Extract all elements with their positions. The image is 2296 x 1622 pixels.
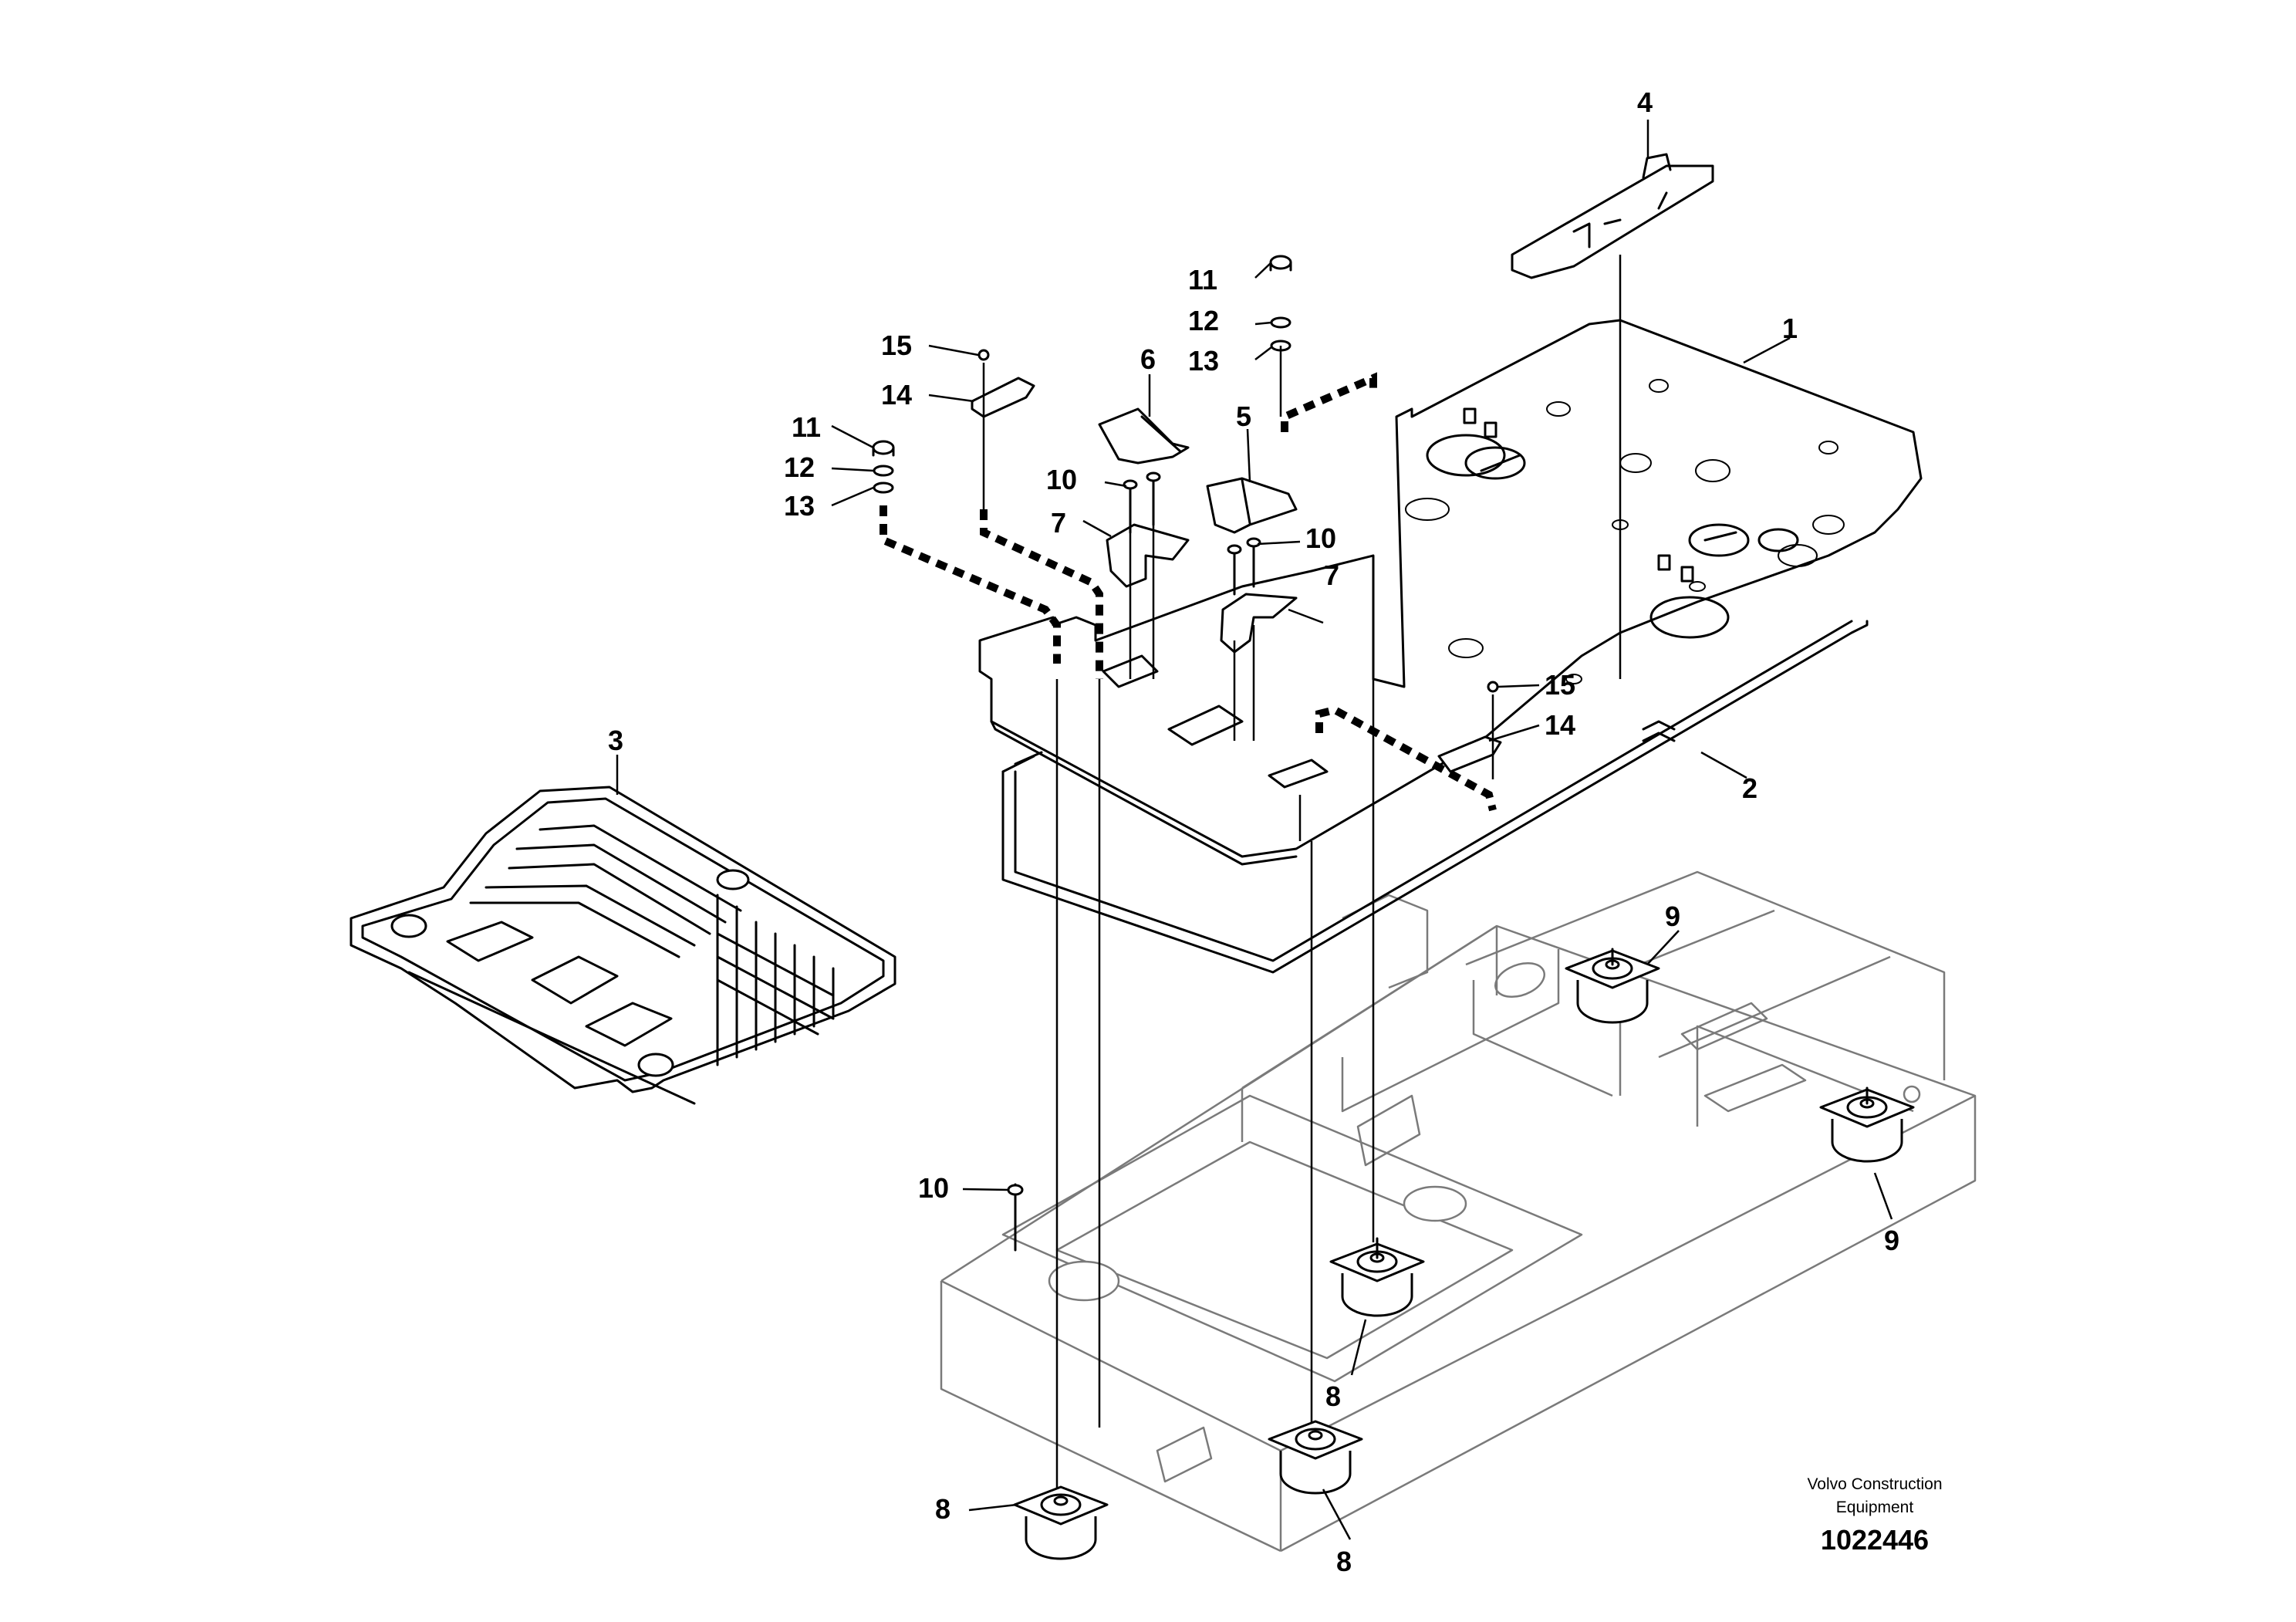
plate-14b bbox=[1437, 681, 1502, 773]
mount-9b bbox=[1819, 1086, 1915, 1163]
part-7-bracket-b bbox=[1220, 593, 1298, 654]
callout-4: 4 bbox=[1637, 86, 1653, 118]
callout-labels: 1 2 3 4 5 6 7 7 8 8 8 9 9 10 10 10 11 11… bbox=[608, 86, 1899, 1577]
callout-11a: 11 bbox=[1188, 264, 1217, 296]
part-2-seal-frame bbox=[1001, 620, 1869, 974]
mount-8b bbox=[1268, 1420, 1363, 1495]
upper-frame bbox=[940, 870, 1977, 1553]
callout-5: 5 bbox=[1236, 400, 1251, 432]
callout-8b: 8 bbox=[1336, 1546, 1352, 1577]
callout-8a: 8 bbox=[1325, 1380, 1341, 1412]
mount-8a bbox=[1329, 1237, 1425, 1317]
brand-line-1: Volvo Construction bbox=[1807, 1475, 1943, 1493]
part-6-bracket bbox=[1098, 407, 1190, 465]
assembly-lines bbox=[880, 255, 1622, 1489]
callout-leaders bbox=[616, 120, 1893, 1540]
hardware-stack-left bbox=[872, 440, 895, 494]
callout-9b: 9 bbox=[1884, 1225, 1899, 1256]
bolts bbox=[1007, 471, 1261, 1252]
part-3-floor-mat bbox=[349, 786, 896, 1105]
callout-12a: 12 bbox=[1188, 305, 1219, 336]
callout-11b: 11 bbox=[792, 411, 821, 443]
part-5-bracket bbox=[1206, 477, 1298, 534]
hardware-stack-top bbox=[1269, 255, 1292, 352]
part-7-bracket-a bbox=[1106, 523, 1190, 588]
callout-12b: 12 bbox=[784, 451, 815, 483]
callout-1: 1 bbox=[1782, 313, 1798, 344]
callout-7a: 7 bbox=[1051, 507, 1066, 539]
callout-9a: 9 bbox=[1665, 901, 1680, 932]
callout-14a: 14 bbox=[881, 379, 912, 411]
callout-14b: 14 bbox=[1545, 709, 1575, 741]
callout-2: 2 bbox=[1742, 772, 1757, 804]
callout-13b: 13 bbox=[784, 490, 815, 522]
callout-10b: 10 bbox=[1305, 522, 1336, 554]
callout-13a: 13 bbox=[1188, 345, 1219, 377]
mount-9a bbox=[1565, 948, 1660, 1024]
part-4-bracket bbox=[1511, 153, 1714, 279]
callout-8c: 8 bbox=[935, 1493, 950, 1525]
callout-15b: 15 bbox=[1545, 669, 1575, 701]
part-1-floor-plate bbox=[978, 319, 1923, 866]
callout-10c: 10 bbox=[918, 1172, 949, 1204]
callout-6: 6 bbox=[1140, 343, 1156, 375]
callout-15a: 15 bbox=[881, 329, 912, 361]
document-number: 1022446 bbox=[1820, 1524, 1930, 1556]
callout-3: 3 bbox=[608, 725, 623, 756]
plate-14a bbox=[971, 349, 1035, 418]
callout-10a: 10 bbox=[1046, 464, 1077, 495]
callout-7b: 7 bbox=[1324, 559, 1339, 591]
brand-line-2: Equipment bbox=[1835, 1499, 1914, 1516]
mount-8c bbox=[1013, 1485, 1109, 1560]
